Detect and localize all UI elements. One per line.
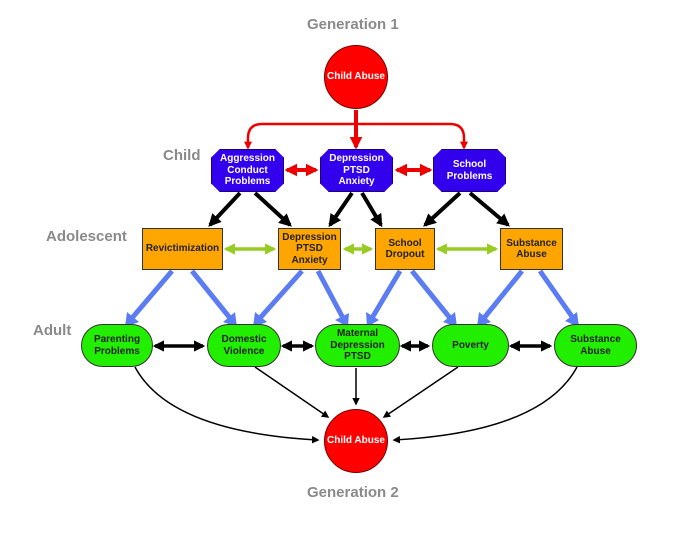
node-adult-domestic-text: Domestic Violence [221, 334, 267, 357]
node-gen1-child-abuse: Child Abuse [324, 45, 388, 109]
node-adult-maternal-text: Maternal Depression PTSD [330, 328, 385, 363]
node-adol-dropout-text: School Dropout [385, 237, 425, 261]
edge-adultsubst-gen2 [392, 366, 578, 444]
edge-revictim-parenting [130, 269, 174, 320]
label-generation2: Generation 2 [307, 484, 399, 501]
edge-substance-adultsubst [537, 269, 576, 320]
node-adult-domestic: Domestic Violence [207, 324, 281, 367]
edge-school-substance [468, 191, 510, 227]
edge-substance-poverty [482, 269, 524, 320]
node-adult-poverty: Poverty [432, 324, 509, 367]
node-gen1-child-abuse-text: Child Abuse [327, 71, 385, 83]
edge-gen1-school [354, 110, 469, 150]
node-adult-parenting: Parenting Problems [81, 324, 153, 367]
edge-dropout-poverty [410, 269, 452, 320]
label-child: Child [163, 147, 201, 164]
edge-revictim-domestic [190, 269, 232, 320]
node-child-depression-text: Depression PTSD Anxiety [329, 153, 384, 188]
node-adult-substance: Substance Abuse [554, 324, 637, 367]
edge-dropout-maternal [369, 269, 403, 320]
edge-school-dropout [423, 191, 462, 227]
edge-childdep-dropout [360, 191, 383, 228]
edge-aggression-adoldep [253, 191, 292, 227]
node-adol-dropout: School Dropout [375, 228, 435, 270]
node-adol-depression: Depression PTSD Anxiety [278, 228, 341, 270]
edge-childdep-adoldep [328, 191, 354, 228]
edge-poverty-gen2 [382, 366, 459, 418]
edge-aggression-revictim [208, 191, 242, 227]
node-adult-poverty-text: Poverty [452, 339, 489, 351]
edge-domestic-gen2 [254, 366, 330, 418]
edge-adoldep-domestic [258, 269, 304, 320]
label-adult: Adult [33, 322, 72, 339]
node-child-school: School Problems [433, 149, 506, 192]
node-adol-substance-text: Substance Abuse [506, 237, 557, 261]
node-gen2-child-abuse: Child Abuse [324, 409, 388, 473]
label-adolescent: Adolescent [46, 228, 127, 245]
node-child-aggression: Aggression Conduct Problems [211, 149, 284, 192]
node-adult-parenting-text: Parenting Problems [93, 334, 141, 357]
label-generation1: Generation 1 [307, 16, 399, 33]
node-child-depression: Depression PTSD Anxiety [320, 149, 393, 192]
node-gen2-child-abuse-text: Child Abuse [327, 435, 385, 447]
node-adult-maternal: Maternal Depression PTSD [315, 324, 400, 367]
node-child-aggression-text: Aggression Conduct Problems [219, 153, 275, 188]
edge-gen1-aggression [243, 110, 358, 150]
node-child-school-text: School Problems [446, 159, 493, 182]
node-adol-revictimization-text: Revictimization [145, 243, 220, 255]
edge-parenting-gen2 [134, 366, 320, 444]
node-adol-substance: Substance Abuse [500, 228, 563, 270]
edge-adoldep-maternal [315, 269, 346, 320]
node-adol-revictimization: Revictimization [142, 228, 223, 270]
node-adult-substance-text: Substance Abuse [570, 334, 621, 357]
node-adol-depression-text: Depression PTSD Anxiety [282, 231, 337, 266]
